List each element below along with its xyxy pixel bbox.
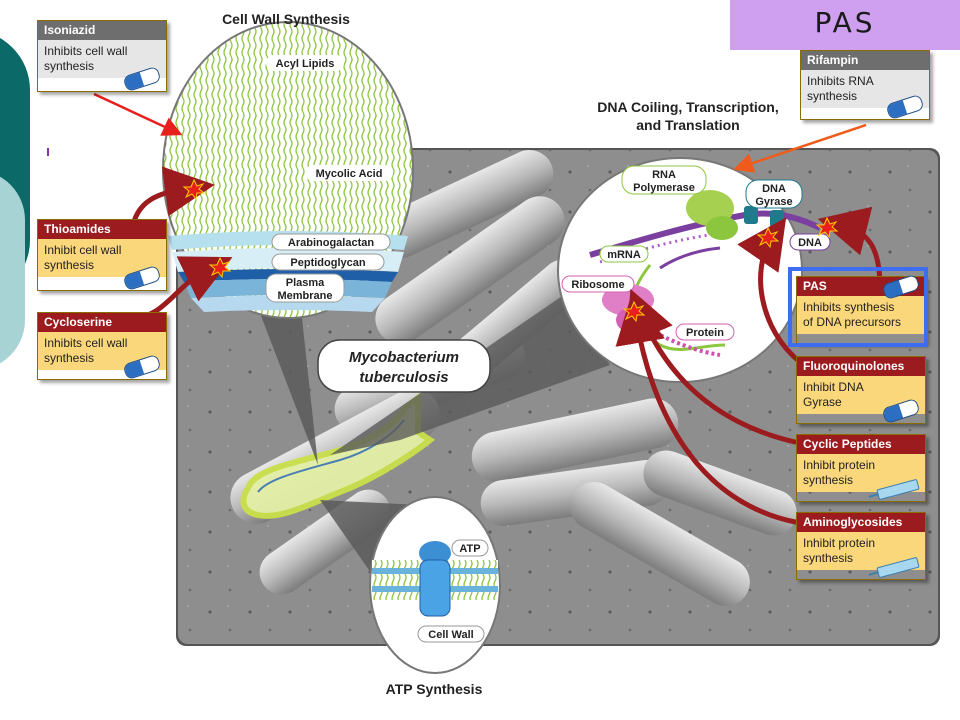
drug-card-aminoglycosides-desc-line1: Inhibit protein (803, 536, 876, 550)
drug-card-isoniazid-desc-line2: synthesis (44, 59, 95, 73)
dna-section-title-line2: and Translation (636, 117, 739, 133)
peptidoglycan-label: Peptidoglycan (290, 257, 365, 269)
atp-synthesis-title: ATP Synthesis (386, 681, 483, 697)
drug-card-pas-desc: Inhibits synthesis of DNA precursors (797, 296, 925, 334)
drug-card-cyclic-peptides-desc-line2: synthesis (803, 473, 854, 487)
cell-wall-atp-label: Cell Wall (428, 629, 473, 641)
drug-card-pas-desc-line2: of DNA precursors (803, 315, 902, 329)
acyl-lipids-label: Acyl Lipids (276, 58, 335, 70)
mycobacterium-label-line1: Mycobacterium (349, 349, 459, 366)
cell-wall-zoom-cone (255, 300, 318, 465)
drug-card-fluoroquinolones-desc-line2: Gyrase (803, 395, 842, 409)
rna-polymerase-label-line1: RNA (652, 169, 676, 181)
drug-card-aminoglycosides: Aminoglycosides Inhibit protein synthesi… (796, 512, 926, 580)
drug-card-thioamides-desc-line1: Inhibit cell wall (44, 243, 122, 257)
drug-card-rifampin: Rifampin Inhibits RNA synthesis (800, 50, 930, 121)
drug-card-isoniazid-name: Isoniazid (38, 21, 166, 40)
drug-card-cycloserine-desc-line2: synthesis (44, 351, 95, 365)
drug-card-isoniazid: Isoniazid Inhibits cell wall synthesis (37, 20, 167, 93)
drug-card-cyclic-peptides: Cyclic Peptides Inhibit protein synthesi… (796, 434, 926, 502)
drug-card-isoniazid-desc-line1: Inhibits cell wall (44, 44, 128, 58)
drug-card-pas: PAS Inhibits synthesis of DNA precursors (796, 273, 926, 344)
drug-card-cycloserine-desc-line1: Inhibits cell wall (44, 336, 128, 350)
mycobacterium-label-line2: tuberculosis (359, 369, 448, 386)
drug-card-rifampin-desc-line2: synthesis (807, 89, 858, 103)
plasma-membrane-label-line2: Membrane (277, 290, 332, 302)
drug-card-thioamides-desc-line2: synthesis (44, 258, 95, 272)
mrna-label: mRNA (607, 249, 641, 261)
atp-zoom-circle (369, 496, 501, 674)
dna-label: DNA (798, 237, 822, 249)
plasma-membrane-label-line1: Plasma (286, 277, 325, 289)
drug-card-aminoglycosides-name: Aminoglycosides (797, 513, 925, 532)
drug-card-thioamides: Thioamides Inhibit cell wall synthesis (37, 219, 167, 292)
dna-gyrase-label-line1: DNA (762, 183, 786, 195)
drug-card-fluoroquinolones-desc-line1: Inhibit DNA (803, 380, 864, 394)
target-burst-markers (182, 178, 839, 323)
drug-card-fluoroquinolones-name: Fluoroquinolones (797, 357, 925, 376)
protein-label: Protein (686, 327, 724, 339)
cell-wall-synthesis-title: Cell Wall Synthesis (222, 11, 350, 27)
drug-card-fluoroquinolones: Fluoroquinolones Inhibit DNA Gyrase (796, 356, 926, 425)
drug-card-thioamides-name: Thioamides (38, 220, 166, 239)
small-tick-mark (47, 148, 49, 156)
drug-card-aminoglycosides-desc: Inhibit protein synthesis (797, 532, 925, 570)
dna-section-title-line1: DNA Coiling, Transcription, (597, 99, 779, 115)
drug-card-cycloserine: Cycloserine Inhibits cell wall synthesis (37, 312, 167, 381)
drug-target-arrows (129, 166, 883, 525)
drug-card-rifampin-name: Rifampin (801, 51, 929, 70)
drug-card-pas-desc-line1: Inhibits synthesis (803, 300, 895, 314)
drug-card-cyclic-peptides-name: Cyclic Peptides (797, 435, 925, 454)
drug-card-cyclic-peptides-desc-line1: Inhibit protein (803, 458, 876, 472)
light-teal-accent-bar (0, 170, 25, 370)
ribosome-label: Ribosome (571, 279, 624, 291)
mycolic-acid-label: Mycolic Acid (316, 168, 383, 180)
drug-card-cycloserine-name: Cycloserine (38, 313, 166, 332)
rna-polymerase-label-line2: Polymerase (633, 182, 695, 194)
isoniazid-annotation-arrow (93, 92, 183, 136)
mycobacterium-label: Mycobacterium tuberculosis (317, 339, 491, 393)
pas-highlight-box (788, 267, 928, 347)
arabinogalactan-label: Arabinogalactan (288, 237, 374, 249)
drug-card-aminoglycosides-desc-line2: synthesis (803, 551, 854, 565)
highlighted-bacterium (240, 391, 436, 519)
drug-card-rifampin-desc-line1: Inhibits RNA (807, 74, 874, 88)
atp-label: ATP (459, 543, 480, 555)
rifampin-annotation-arrow (733, 123, 867, 173)
dna-gyrase-label-line2: Gyrase (755, 196, 792, 208)
pas-title-badge: PAS (730, 0, 960, 50)
